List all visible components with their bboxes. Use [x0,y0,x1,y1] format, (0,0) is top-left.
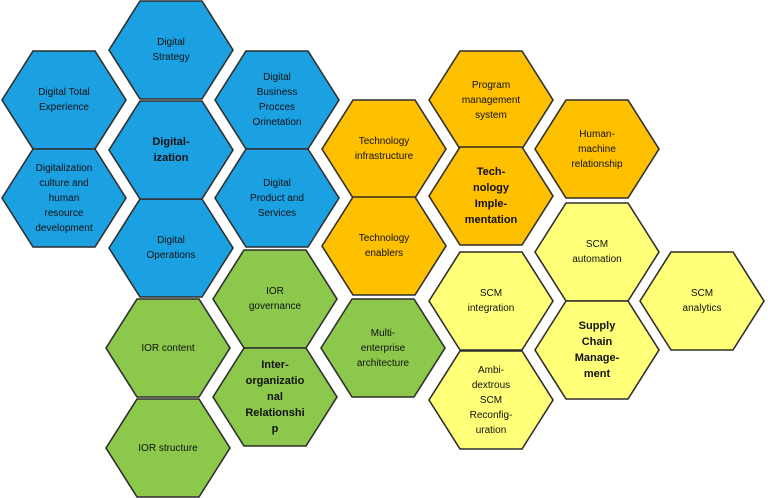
hex-technology-human-machine-relationship-hexagon [534,99,660,199]
hex-technology-technology-infrastructure-hexagon [321,99,447,199]
hex-digitalization-digital-operations-hexagon [108,198,234,298]
hex-scm-scm-integration-hexagon [428,251,554,351]
hex-scm-center-hexagon [534,300,660,400]
hex-digitalization-digital-strategy-hexagon [108,0,234,100]
hex-digitalization-digital-total-experience-hexagon [1,50,127,150]
hex-digitalization-digital-product-and-services-hexagon [214,148,340,248]
hex-digitalization-center-hexagon [108,100,234,200]
hex-ior-multi-enterprise-architecture-hexagon [320,298,446,398]
hex-ior-center-hexagon [212,347,338,447]
hex-technology-technology-enablers-hexagon [321,196,447,296]
hex-scm-ambi-dextrous-scm-reconfig-uration-hexagon [428,350,554,450]
hex-ior-ior-governance-hexagon [212,249,338,349]
hex-ior-ior-content-hexagon [105,298,231,398]
hex-scm-scm-automation-hexagon [534,202,660,302]
hex-digitalization-digitalization-culture-and-human-resource-development-hexagon [1,148,127,248]
hex-ior-ior-structure-hexagon [105,398,231,498]
hex-scm-scm-analytics-hexagon [639,251,765,351]
hex-technology-program-management-system-hexagon [428,50,554,150]
hex-technology-center-hexagon [428,146,554,246]
hex-digitalization-digital-business-procces-orinetation-hexagon [214,50,340,150]
